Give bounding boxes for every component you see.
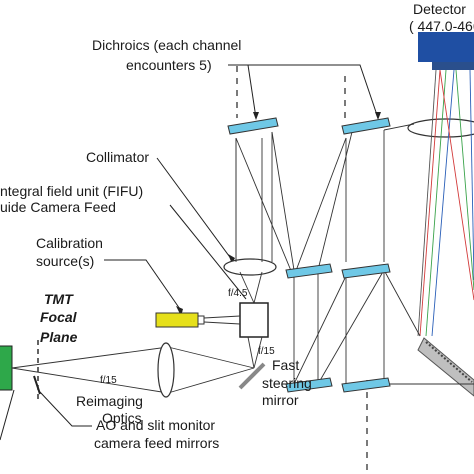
tmt-label: TMT [44, 291, 74, 307]
tmt-label-3: Plane [40, 329, 78, 345]
dichroics-label-2: encounters 5) [126, 57, 212, 73]
leader-arrowhead [253, 112, 259, 120]
leader-arrowhead [375, 112, 381, 120]
dichroic-plates [227, 117, 391, 393]
calibration-leader [104, 259, 183, 313]
detector-label: Detector [413, 1, 466, 17]
ao-slit-mirror [33, 375, 41, 395]
ao-leader-left [0, 389, 15, 441]
calibration-label: Calibration [36, 235, 103, 251]
ao-label-2: camera feed mirrors [94, 435, 219, 451]
left-instrument-block [0, 345, 13, 391]
calibration-source [155, 312, 199, 328]
f15-upper-label: f/15 [258, 346, 275, 357]
collimator-leader [156, 157, 233, 261]
grating [417, 337, 474, 397]
guide-camera-label: uide Camera Feed [0, 199, 116, 215]
channel-dashed-lines [236, 66, 368, 474]
telescope-beam [11, 346, 255, 394]
dichroic-plate [341, 117, 391, 135]
dichroic-plate [227, 117, 279, 135]
fast-label: Fast [272, 357, 299, 373]
detector-mount [432, 62, 474, 70]
f45-label: f/4.5 [228, 288, 248, 299]
collimator-lens [223, 258, 277, 276]
fast-steering-mirror [238, 362, 266, 390]
tmt-label-2: Focal [40, 309, 78, 325]
fsm-rays [247, 336, 263, 369]
reimaging-label: Reimaging [76, 393, 143, 409]
dichroic-plate [341, 263, 391, 279]
beam-paths [235, 123, 474, 385]
collimator-label: Collimator [86, 149, 149, 165]
fast-label-3: mirror [262, 392, 299, 408]
dichroic-plate [341, 377, 391, 393]
reimaging-label-2: Optics [102, 410, 142, 426]
calibration-beam [203, 315, 241, 325]
collimator-rays [235, 138, 263, 304]
dichroics-label: Dichroics (each channel [92, 37, 241, 53]
fifu-label: ntegral field unit (FIFU) [0, 183, 143, 199]
dichroic-leader-lines [228, 64, 379, 119]
camera-lens [407, 118, 474, 138]
reimaging-lens [157, 342, 175, 398]
detector-rays [417, 69, 474, 337]
calibration-label-2: source(s) [36, 253, 94, 269]
ao-leader [39, 391, 92, 427]
detector-range-label: ( 447.0-466 [409, 18, 474, 34]
detector-block [418, 32, 474, 62]
ao-label: AO and slit monitor [96, 417, 215, 433]
fifu-leader [169, 204, 247, 300]
f15-lower-label: f/15 [100, 375, 117, 386]
dichroic-plate [285, 263, 333, 279]
fast-label-2: steering [262, 375, 312, 391]
calibration-source-tip [197, 315, 205, 325]
dichroic-plate [285, 377, 333, 393]
fifu-box [239, 302, 269, 338]
